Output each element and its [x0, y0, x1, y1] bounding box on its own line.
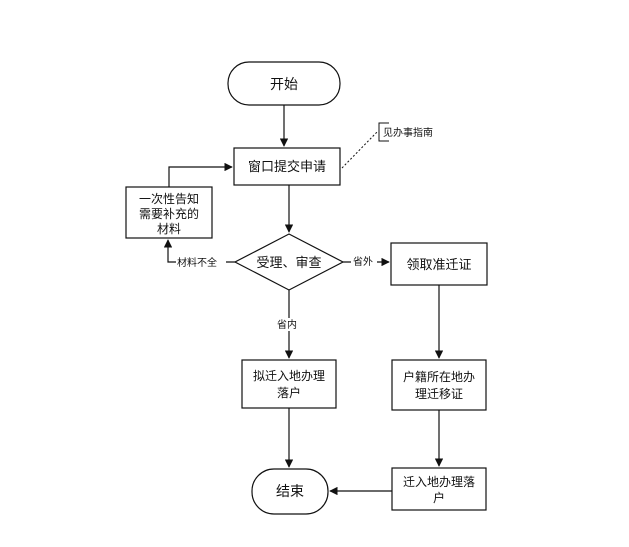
incomplete-label-bg	[176, 255, 226, 269]
start-label: 开始	[270, 77, 298, 93]
arrow-notify-to-submit	[168, 162, 233, 187]
annotation-connector	[341, 130, 379, 169]
notify-line-2: 需要补充的	[139, 206, 199, 221]
destination-settle-node: 迁入地办理落 户	[391, 467, 487, 511]
destination-settle-line-2: 户	[433, 490, 445, 505]
in-province-label: 省内	[277, 318, 297, 331]
move-in-settle-line-1: 拟迁入地办理	[253, 368, 325, 383]
household-transfer-line-1: 户籍所在地办	[403, 369, 475, 384]
annotation-bracket	[378, 122, 389, 142]
start-node: 开始	[227, 61, 341, 106]
out-of-province-label: 省外	[353, 255, 373, 268]
end-node: 结束	[251, 468, 329, 515]
move-in-settle-node: 拟迁入地办理 落户	[241, 359, 337, 409]
review-decision-node: 受理、审查	[233, 233, 345, 291]
incomplete-label: 材料不全	[177, 256, 217, 269]
end-label: 结束	[276, 484, 304, 500]
notify-line-1: 一次性告知	[139, 192, 199, 206]
submit-application-label: 窗口提交申请	[248, 159, 326, 175]
collect-permit-node: 领取准迁证	[390, 242, 488, 286]
in-province-label-bg	[275, 318, 301, 331]
out-of-province-label-bg	[351, 255, 377, 268]
annotation-label: 见办事指南	[383, 126, 433, 139]
move-in-settle-line-2: 落户	[277, 385, 301, 400]
guide-annotation: 见办事指南	[341, 122, 433, 169]
review-label: 受理、审查	[256, 256, 321, 271]
destination-settle-line-1: 迁入地办理落	[403, 474, 475, 489]
submit-application-node: 窗口提交申请	[233, 147, 341, 186]
household-transfer-node: 户籍所在地办 理迁移证	[391, 359, 487, 411]
notify-line-3: 材料	[157, 222, 181, 236]
household-transfer-line-2: 理迁移证	[415, 387, 463, 401]
notify-supplement-node: 一次性告知 需要补充的 材料	[125, 186, 213, 239]
collect-permit-label: 领取准迁证	[406, 258, 471, 273]
